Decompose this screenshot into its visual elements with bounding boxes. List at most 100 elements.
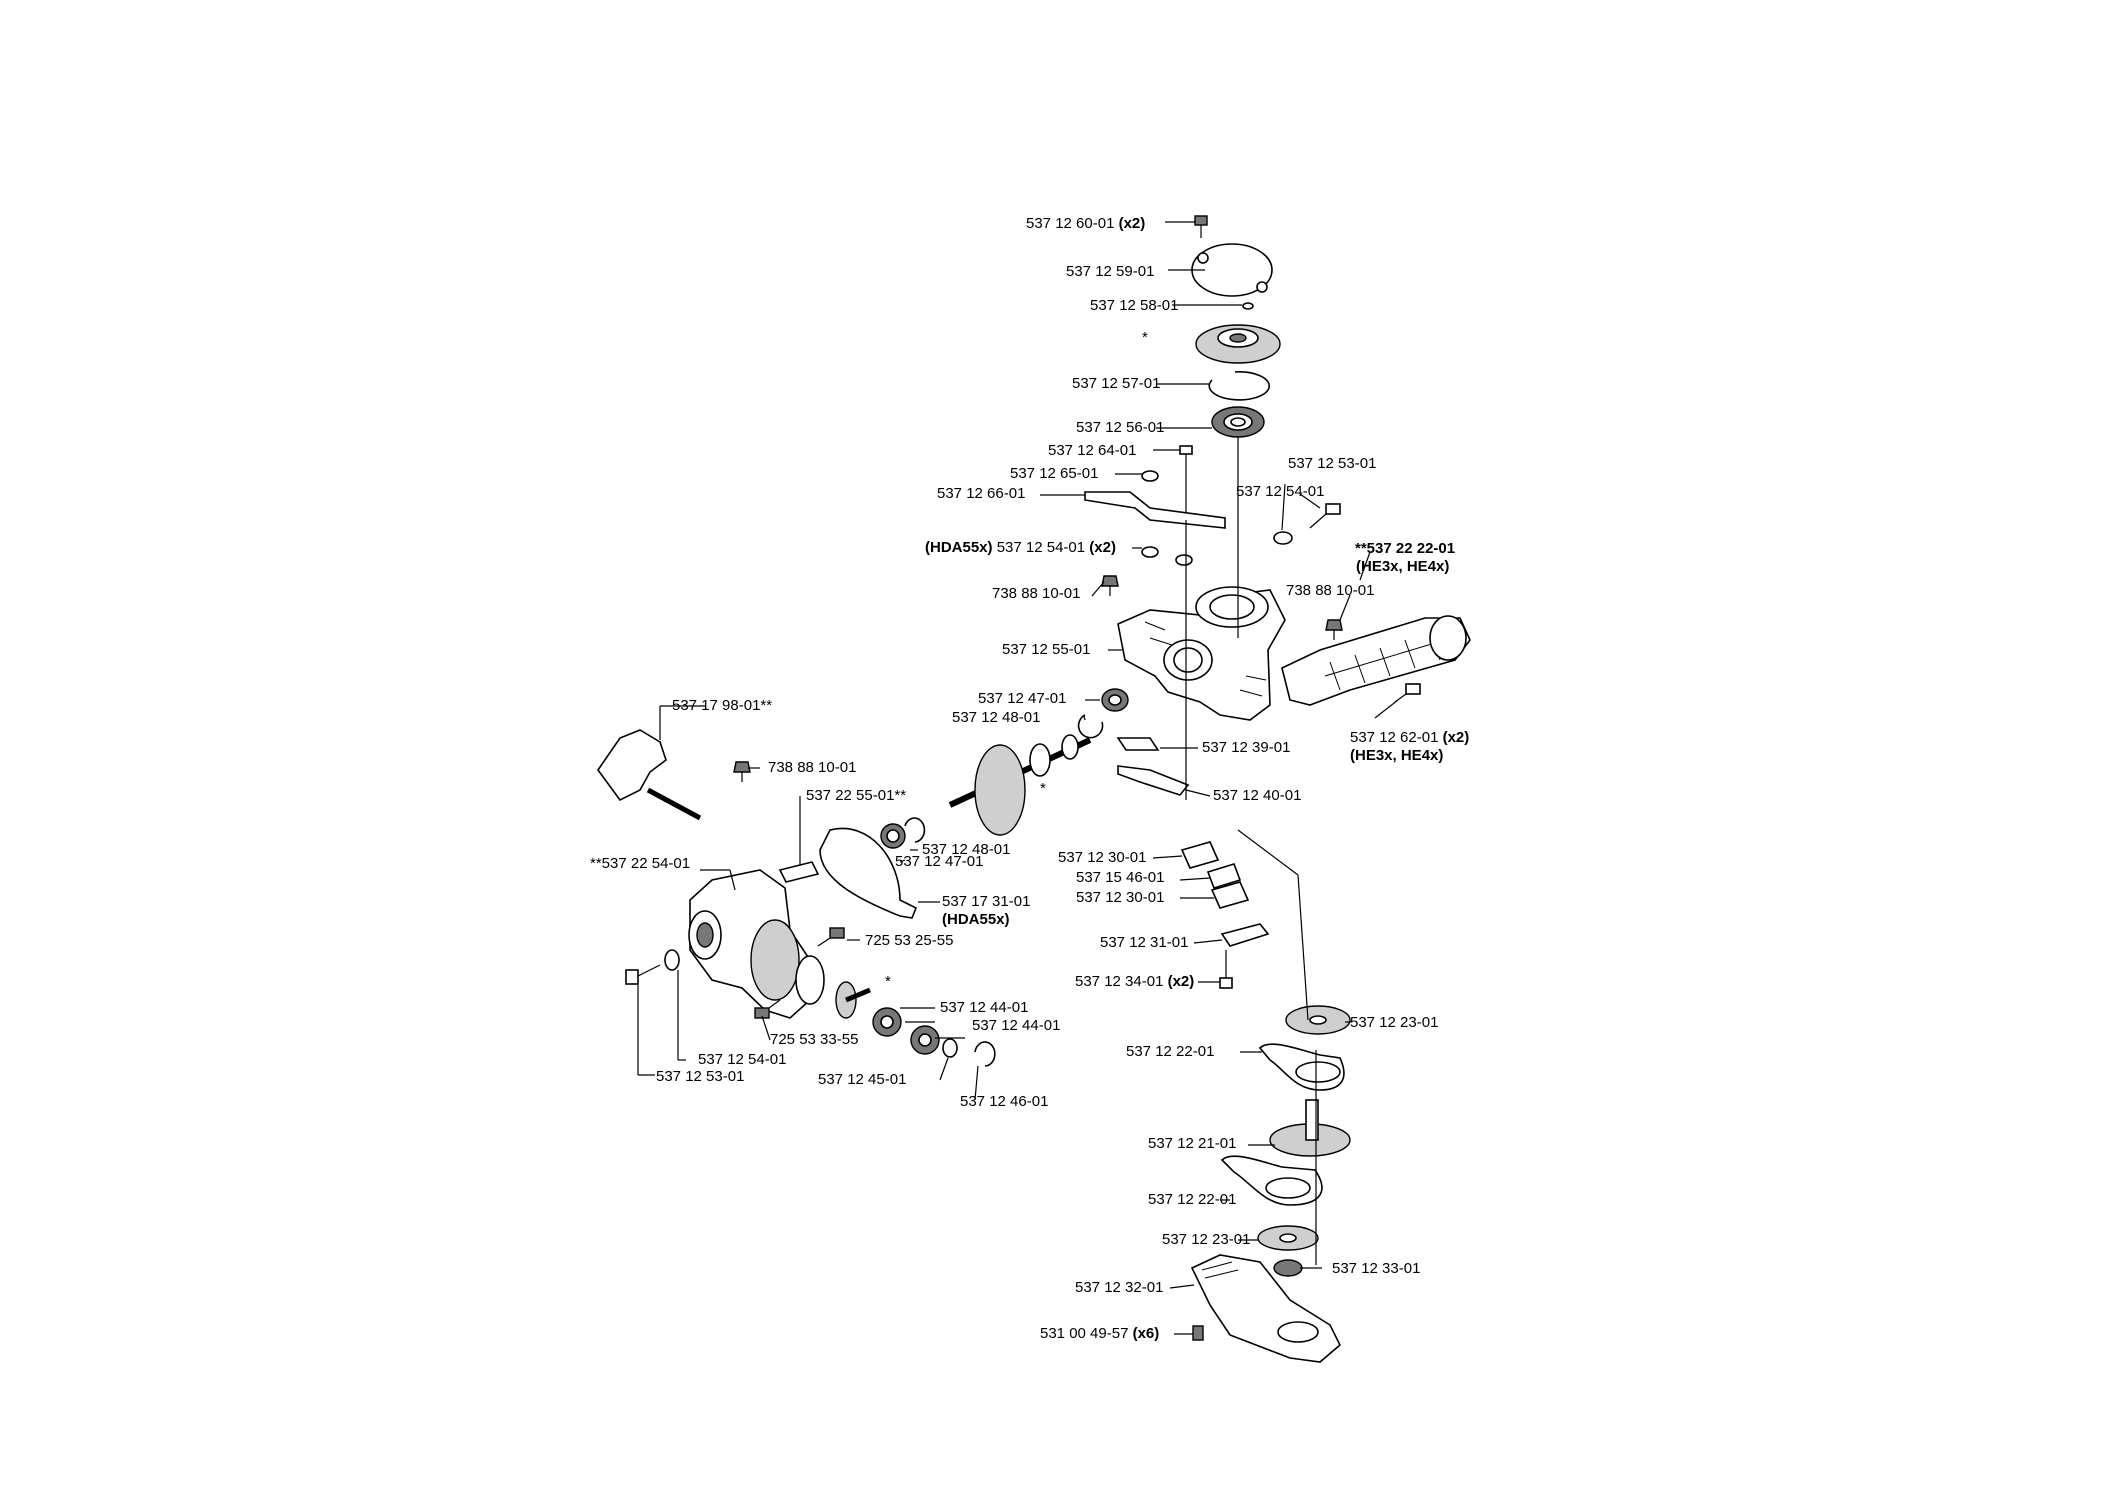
label-537-12-34-01: 537 12 34-01 (x2) (1075, 973, 1194, 990)
part-screw-725-25 (817, 927, 845, 947)
label-537-12-64-01: 537 12 64-01 (1048, 442, 1136, 459)
part-labels: 537 12 60-01 (x2) 537 12 59-01 537 12 58… (590, 215, 1469, 1342)
part-handle-screw (1394, 683, 1421, 703)
label-537-12-56-01: 537 12 56-01 (1076, 419, 1164, 436)
part-shim-39 (1116, 737, 1160, 751)
part-bushing-33 (1273, 1259, 1303, 1277)
part-bearing-top (1211, 406, 1265, 438)
label-537-12-57-01: 537 12 57-01 (1072, 375, 1160, 392)
label-537-15-46-01: 537 15 46-01 (1076, 869, 1164, 886)
part-washer-23-bottom (1257, 1225, 1319, 1251)
label-537-22-22-01: **537 22 22-01 (1355, 540, 1455, 557)
part-screw-725-33 (754, 999, 781, 1019)
label-537-12-55-01: 537 12 55-01 (1002, 641, 1090, 658)
part-knob (597, 729, 702, 821)
part-drive-21 (1269, 1099, 1351, 1157)
label-537-12-45-01: 537 12 45-01 (818, 1071, 906, 1088)
part-screw-top (1194, 215, 1208, 238)
label-537-12-22-01-a: 537 12 22-01 (1126, 1043, 1214, 1060)
label-star-1: * (1142, 329, 1148, 346)
part-shim-40 (1117, 765, 1190, 796)
part-pinion (835, 981, 871, 1019)
label-537-12-65-01: 537 12 65-01 (1010, 465, 1098, 482)
part-circlip-46 (974, 1041, 996, 1067)
label-537-12-22-01-b: 537 12 22-01 (1148, 1191, 1236, 1208)
part-washer-23-top (1285, 1005, 1351, 1035)
part-grease-nipple-b (1325, 619, 1343, 640)
label-537-12-48-01-a: 537 12 48-01 (952, 709, 1040, 726)
part-circlip-left (904, 817, 926, 843)
label-531-00-49-57: 531 00 49-57 (x6) (1040, 1325, 1159, 1342)
label-537-12-30-01-a: 537 12 30-01 (1058, 849, 1146, 866)
label-star-3: * (885, 973, 891, 990)
label-537-12-58-01: 537 12 58-01 (1090, 297, 1178, 314)
part-plate-31 (1220, 923, 1270, 947)
part-circlip-top (1208, 371, 1271, 401)
label-537-17-31-01: 537 17 31-01 (942, 893, 1030, 910)
label-537-12-47-01-a: 537 12 47-01 (978, 690, 1066, 707)
label-hda55x-537-12-54-01: (HDA55x) 537 12 54-01 (x2) (925, 539, 1116, 556)
label-738-88-10-01-a: 738 88 10-01 (992, 585, 1080, 602)
label-he3x-he4x-a: (HE3x, HE4x) (1356, 558, 1449, 575)
part-cam-22-top (1258, 1043, 1345, 1091)
part-screw-49-57 (1192, 1325, 1204, 1341)
part-bottom-cover (1190, 1254, 1341, 1363)
label-738-88-10-01-b: 738 88 10-01 (1286, 582, 1374, 599)
part-gear-housing (1117, 586, 1286, 721)
part-bevel-gear-top (1195, 324, 1281, 364)
label-537-12-44-01-a: 537 12 44-01 (940, 999, 1028, 1016)
part-long-bolt (1179, 445, 1193, 520)
label-537-12-47-01-b: 537 12 47-01 (895, 853, 983, 870)
label-537-12-44-01-b: 537 12 44-01 (972, 1017, 1060, 1034)
label-537-12-33-01: 537 12 33-01 (1332, 1260, 1420, 1277)
part-left-housing (688, 869, 825, 1019)
part-washer-b (1141, 546, 1159, 558)
part-screw-34 (1219, 950, 1233, 989)
label-537-22-55-01: 537 22 55-01** (806, 787, 906, 804)
label-537-22-54-01: **537 22 54-01 (590, 855, 690, 872)
part-clip-30a (1180, 841, 1220, 869)
part-grease-nipple-c (733, 761, 751, 782)
part-grease-nipple-a (1101, 575, 1119, 596)
label-725-53-25-55: 725 53 25-55 (865, 932, 953, 949)
label-537-12-54-01-a: 537 12 54-01 (1236, 483, 1324, 500)
part-cover-plate (1191, 243, 1273, 297)
label-537-12-23-01-b: 537 12 23-01 (1162, 1231, 1250, 1248)
part-clip-46 (1206, 863, 1242, 889)
part-rear-handle (1281, 615, 1471, 706)
label-738-88-10-01-c: 738 88 10-01 (768, 759, 856, 776)
part-guard (819, 827, 918, 919)
label-537-12-40-01: 537 12 40-01 (1213, 787, 1301, 804)
label-537-17-98-01: 537 17 98-01** (672, 697, 772, 714)
part-washer-c (1175, 554, 1193, 566)
part-washer-a (1141, 470, 1159, 482)
part-clip-30b (1210, 881, 1250, 909)
part-small-washer (1242, 302, 1254, 310)
part-cam-22-bottom (1220, 1155, 1323, 1206)
label-537-12-32-01: 537 12 32-01 (1075, 1279, 1163, 1296)
label-537-12-48-01-b: 537 12 48-01 (922, 841, 1010, 858)
part-washer-45 (942, 1038, 958, 1058)
label-537-12-46-01: 537 12 46-01 (960, 1093, 1048, 1110)
label-725-53-33-55: 725 53 33-55 (770, 1031, 858, 1048)
part-circlip-mid (1077, 714, 1104, 739)
label-537-12-31-01: 537 12 31-01 (1100, 934, 1188, 951)
part-output-shaft (948, 734, 1092, 836)
label-hda55x-b: (HDA55x) (942, 911, 1010, 928)
label-537-12-30-01-b: 537 12 30-01 (1076, 889, 1164, 906)
label-537-12-60-01: 537 12 60-01 (x2) (1026, 215, 1145, 232)
label-he3x-he4x-b: (HE3x, HE4x) (1350, 747, 1443, 764)
label-537-12-59-01: 537 12 59-01 (1066, 263, 1154, 280)
part-right-bolt (1273, 503, 1341, 545)
part-shim-55 (778, 861, 820, 883)
label-537-12-54-01-b: 537 12 54-01 (698, 1051, 786, 1068)
label-537-12-39-01: 537 12 39-01 (1202, 739, 1290, 756)
label-537-12-21-01: 537 12 21-01 (1148, 1135, 1236, 1152)
leader-lines (637, 221, 1399, 1335)
part-left-bolt (625, 949, 680, 985)
label-537-12-62-01: 537 12 62-01 (x2) (1350, 729, 1469, 746)
label-537-12-66-01: 537 12 66-01 (937, 485, 1025, 502)
label-537-12-53-01-b: 537 12 53-01 (656, 1068, 744, 1085)
